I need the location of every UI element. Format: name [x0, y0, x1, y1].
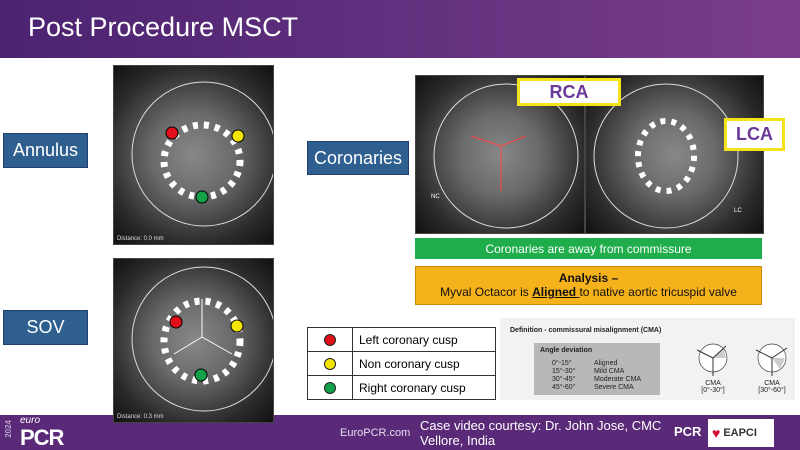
- cma-fig2-range: [30°-60°]: [758, 387, 786, 394]
- footer-site-link[interactable]: EuroPCR.com: [340, 427, 411, 439]
- cma-fig1-range: [0°-30°]: [701, 387, 725, 394]
- legend-row: Right coronary cusp: [307, 375, 496, 400]
- cma-range: 30°-45°: [552, 376, 576, 383]
- cma-fig1-label: CMA: [705, 380, 721, 387]
- analysis-box: Analysis – Myval Octacor is Aligned to n…: [415, 266, 762, 305]
- cma-desc: Severe CMA: [594, 384, 634, 391]
- cma-definition: Definition - commissural misalignment (C…: [500, 318, 795, 400]
- eapci-text: EAPCI: [723, 427, 757, 439]
- footer-credit: Case video courtesy: Dr. John Jose, CMC …: [420, 418, 662, 448]
- cma-table-title: Angle deviation: [540, 347, 593, 354]
- red-dot-icon: [324, 334, 336, 347]
- analysis-prefix: Myval Octacor is: [440, 285, 533, 299]
- cma-range: 0°-15°: [552, 360, 572, 367]
- lc-marker: LC: [734, 208, 742, 214]
- cma-desc: Mild CMA: [594, 368, 625, 375]
- page-title: Post Procedure MSCT: [28, 12, 299, 42]
- cma-diagram-2: [755, 343, 788, 376]
- brand-small: euro: [20, 415, 41, 426]
- rca-callout: RCA: [517, 78, 621, 106]
- distance-readout: Distance: 0.0 mm: [117, 236, 164, 242]
- cma-range: 15°-30°: [552, 368, 576, 375]
- cusp-legend: Left coronary cusp Non coronary cusp Rig…: [307, 327, 496, 400]
- legend-row: Non coronary cusp: [307, 351, 496, 376]
- cma-fig2-label: CMA: [764, 380, 780, 387]
- cma-desc: Moderate CMA: [594, 376, 642, 383]
- legend-label: Right coronary cusp: [352, 375, 496, 400]
- legend-row: Left coronary cusp: [307, 327, 496, 352]
- sov-label: SOV: [3, 310, 88, 345]
- distance-readout: Distance: 0.3 mm: [117, 414, 164, 420]
- analysis-title: Analysis –: [558, 271, 619, 285]
- eapci-logo: ♥EAPCI: [708, 419, 774, 447]
- coronaries-label: Coronaries: [307, 141, 409, 175]
- cma-diagram-1: [696, 343, 728, 376]
- ct-annulus-image: Distance: 0.0 mm: [113, 65, 274, 245]
- yellow-dot-icon: [324, 358, 336, 371]
- cma-desc: Aligned: [594, 360, 618, 367]
- cma-range: 45°-60°: [552, 384, 576, 391]
- header: Post Procedure MSCT: [0, 0, 800, 58]
- heart-icon: ♥: [712, 425, 721, 441]
- ct-sov-image: Distance: 0.3 mm: [113, 258, 274, 423]
- coronaries-banner: Coronaries are away from commissure: [415, 238, 762, 259]
- legend-label: Non coronary cusp: [352, 351, 496, 376]
- legend-label: Left coronary cusp: [352, 327, 496, 352]
- nc-marker: NC: [431, 194, 440, 200]
- cma-title: Definition - commissural misalignment (C…: [510, 327, 662, 334]
- annulus-label: Annulus: [3, 133, 88, 168]
- analysis-emphasis: Aligned: [532, 285, 580, 299]
- pcr-logo: PCR: [674, 424, 702, 439]
- lca-callout: LCA: [724, 118, 785, 151]
- europcr-logo: PCR: [20, 425, 64, 450]
- analysis-suffix: to native aortic tricuspid valve: [579, 285, 737, 299]
- green-dot-icon: [324, 382, 336, 395]
- footer-year: 2024: [4, 420, 13, 438]
